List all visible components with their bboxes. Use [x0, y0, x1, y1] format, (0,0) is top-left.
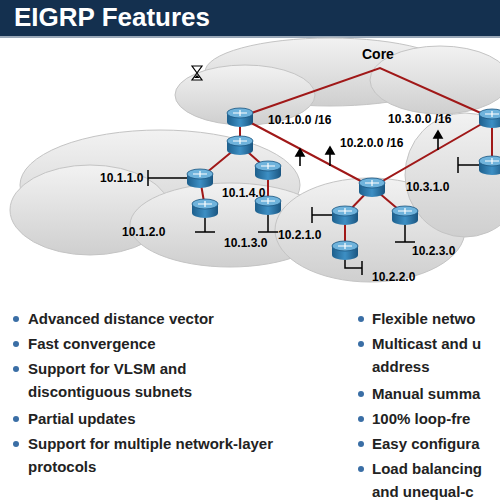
bullet-dot: [358, 391, 364, 397]
feature-bullet: 100% loop-fre: [372, 407, 497, 430]
network-label: 10.1.1.0: [100, 171, 143, 185]
bullet-dot: [13, 416, 19, 422]
network-label: 10.2.0.0 /16: [340, 136, 403, 150]
bullet-dot: [13, 341, 19, 347]
feature-bullet: Easy configura: [372, 432, 497, 455]
feature-bullet: Advanced distance vector: [28, 307, 348, 330]
bullet-dot: [358, 441, 364, 447]
network-label: 10.2.1.0: [278, 228, 321, 242]
network-label: 10.3.1.0: [406, 180, 449, 194]
bullet-dot: [358, 341, 364, 347]
feature-bullet: Manual summa: [372, 382, 497, 405]
network-label: 10.2.2.0: [372, 270, 415, 284]
bullet-dot: [358, 416, 364, 422]
network-label: 10.3.0.0 /16: [388, 112, 451, 126]
feature-bullet: Support for multiple network-layer proto…: [28, 432, 338, 478]
bullet-dot: [13, 441, 19, 447]
feature-bullet: Fast convergence: [28, 332, 348, 355]
feature-bullet: Flexible netwo: [372, 307, 497, 330]
router-icons: [187, 108, 500, 260]
network-label: 10.1.0.0 /16: [268, 113, 331, 127]
feature-bullet: Partial updates: [28, 407, 348, 430]
hourglass-icon: [192, 66, 202, 80]
network-label: 10.1.4.0: [222, 186, 265, 200]
feature-bullet: Support for VLSM and discontiguous subne…: [28, 357, 263, 403]
network-label: 10.1.3.0: [224, 236, 267, 250]
network-label: 10.2.3.0: [412, 244, 455, 258]
slide-title: EIGRP Features: [14, 2, 210, 32]
bullet-dot: [358, 466, 364, 472]
feature-bullet: Load balancing and unequal-c: [372, 457, 497, 500]
bullet-dot: [13, 316, 19, 322]
network-label: 10.1.2.0: [122, 225, 165, 239]
core-label: Core: [362, 46, 394, 62]
bullet-dot: [13, 366, 19, 372]
feature-bullet: Multicast and u address: [372, 332, 497, 378]
bullet-dot: [358, 316, 364, 322]
